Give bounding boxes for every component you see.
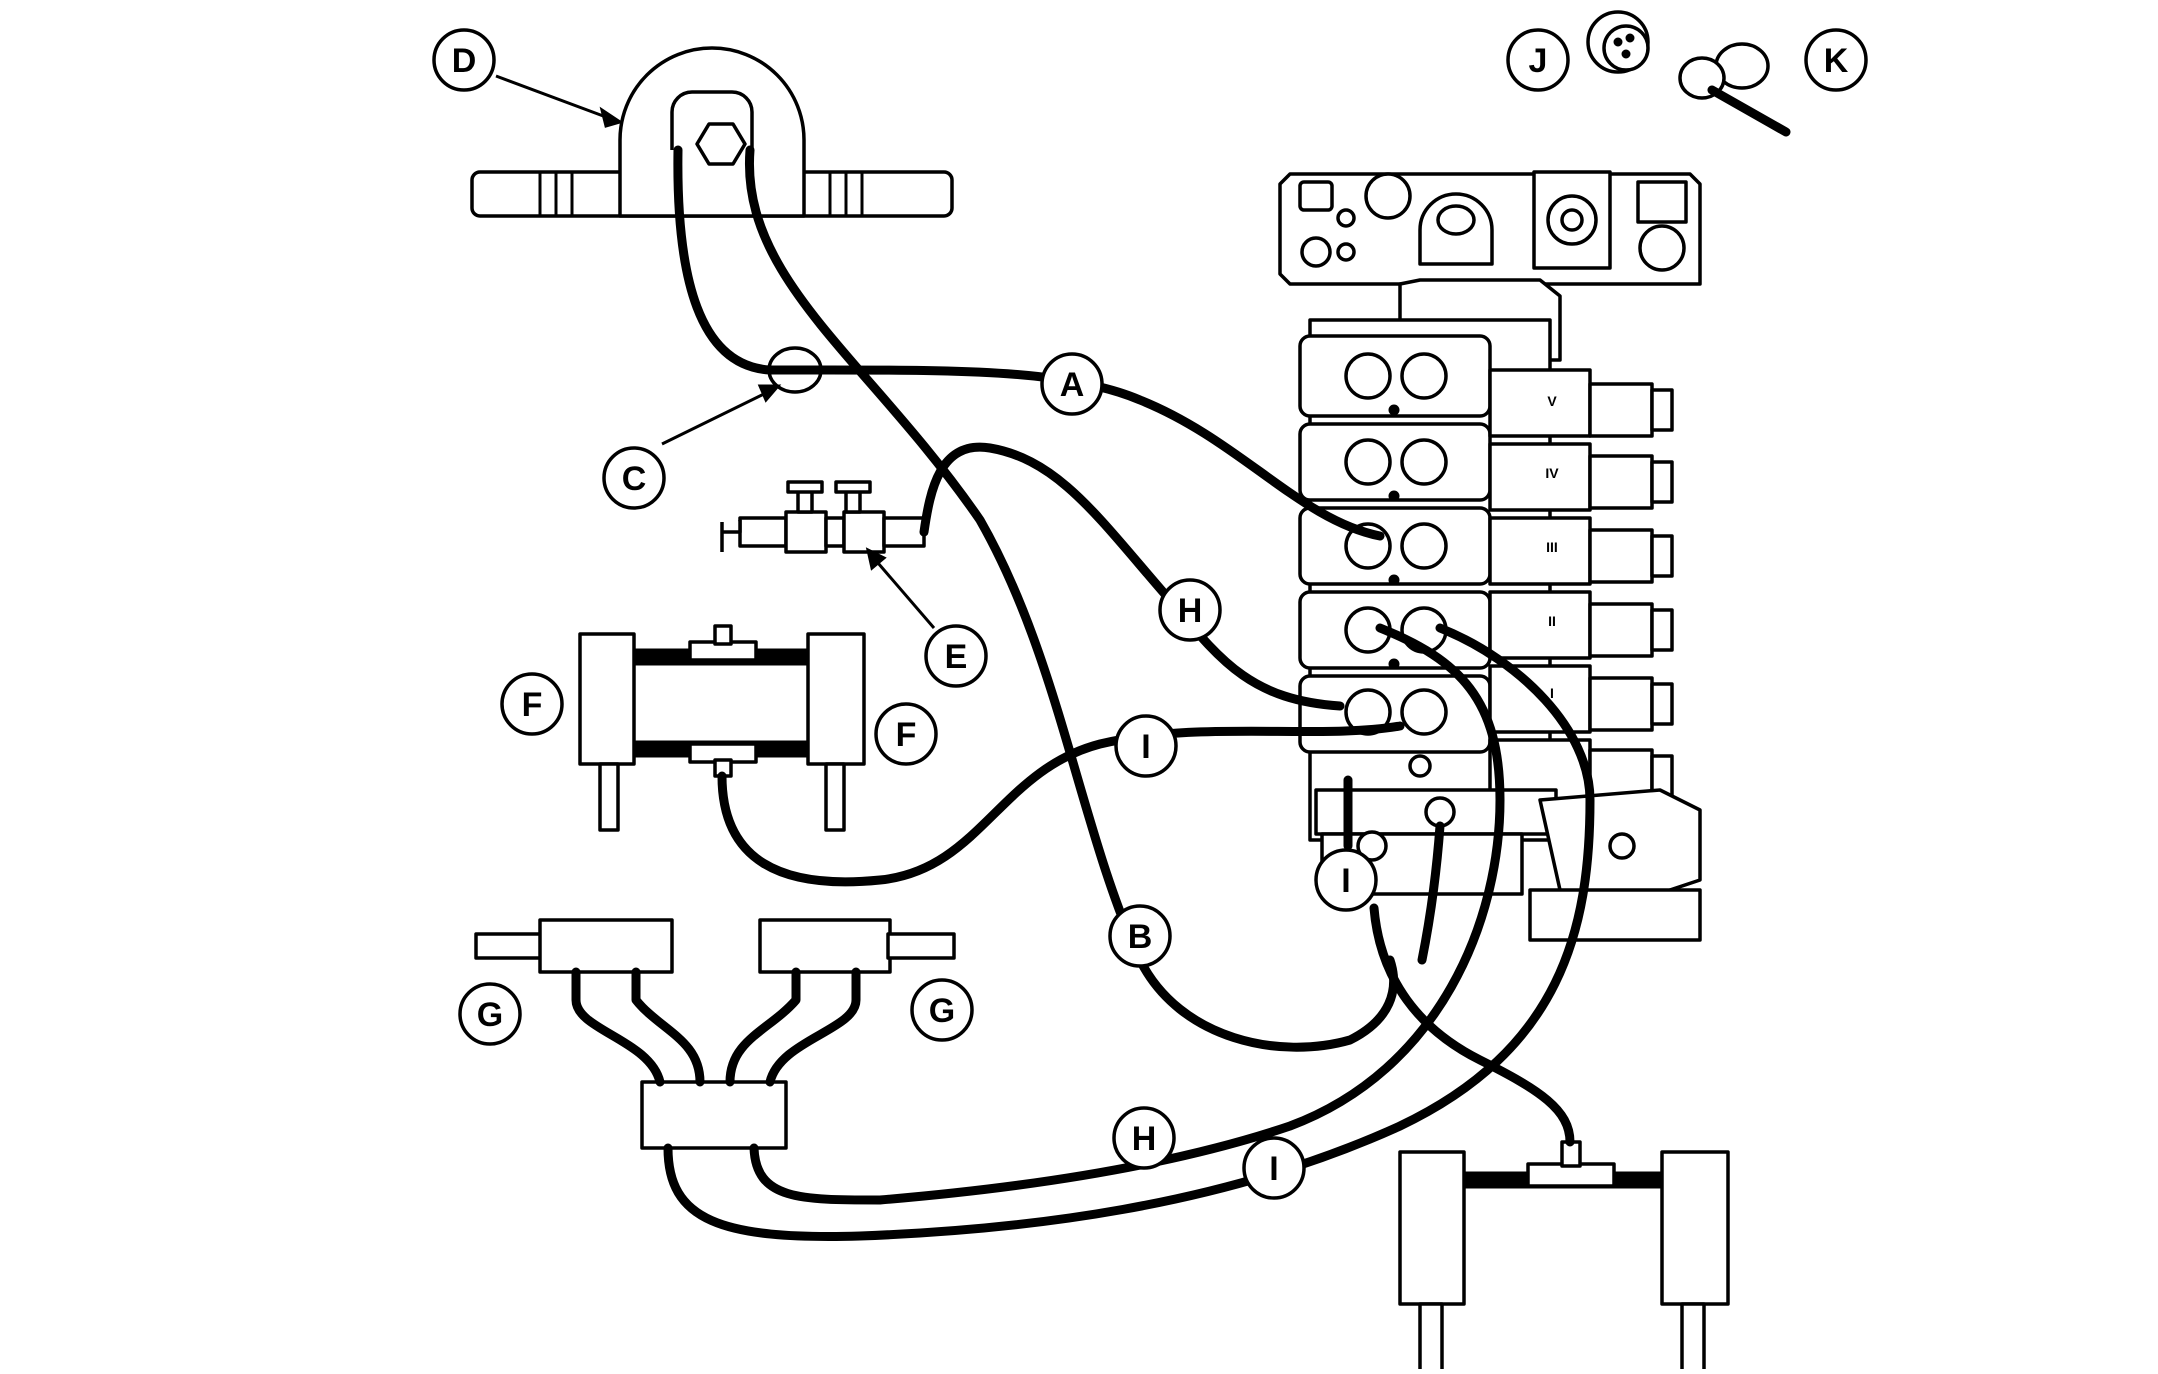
svg-text:C: C — [622, 460, 647, 498]
cylinder-pair-lower-right — [1398, 1140, 1730, 1374]
hose-b — [744, 145, 1399, 1052]
hose-a — [673, 145, 1385, 541]
svg-text:F: F — [896, 716, 917, 754]
connector-k — [1678, 42, 1791, 137]
callout-h-lower: H — [1112, 1106, 1176, 1170]
svg-text:K: K — [1824, 42, 1849, 80]
callout-g-right: G — [910, 978, 974, 1042]
hose-h-lower — [749, 623, 1505, 1205]
svg-text:H: H — [1132, 1120, 1157, 1158]
pivot-assembly-d — [470, 46, 954, 218]
callout-h-upper: H — [1158, 578, 1222, 642]
hose-i-upper — [717, 721, 1405, 887]
callout-f-right: F — [874, 702, 938, 766]
callout-i-upper: I — [1114, 714, 1178, 778]
callout-d: D — [432, 28, 496, 92]
hose-i-lower — [663, 623, 1595, 1241]
callout-k: K — [1804, 28, 1868, 92]
svg-text:F: F — [522, 686, 543, 724]
callout-b: B — [1108, 904, 1172, 968]
callout-g-left: G — [458, 982, 522, 1046]
section-label-iii: III — [1546, 539, 1558, 555]
control-valve-stack — [1278, 170, 1702, 942]
cylinder-pair-f — [578, 624, 866, 832]
leader-lines — [495, 74, 936, 629]
section-label-v: V — [1547, 393, 1557, 409]
svg-text:I: I — [1341, 862, 1350, 900]
callout-a: A — [1040, 352, 1104, 416]
callout-i-mid: I — [1314, 848, 1378, 912]
svg-text:A: A — [1060, 366, 1085, 404]
hoses — [571, 145, 1595, 1241]
callout-f-left: F — [500, 672, 564, 736]
svg-text:G: G — [929, 992, 955, 1030]
section-label-i: I — [1550, 685, 1554, 701]
connector-j — [1586, 10, 1650, 74]
section-label-iv: IV — [1545, 465, 1559, 481]
svg-text:H: H — [1178, 592, 1203, 630]
svg-text:B: B — [1128, 918, 1153, 956]
section-label-ii: II — [1548, 613, 1556, 629]
svg-text:J: J — [1529, 42, 1548, 80]
svg-text:E: E — [945, 638, 968, 676]
svg-text:I: I — [1141, 728, 1150, 766]
hose-h-upper — [919, 442, 1345, 711]
valve-section-stripes — [1298, 334, 1492, 754]
valve-block-e — [720, 480, 926, 554]
svg-text:G: G — [477, 996, 503, 1034]
svg-text:D: D — [452, 42, 477, 80]
solenoid-stack — [1588, 382, 1674, 804]
cylinder-pair-g — [474, 918, 956, 1150]
callout-c: C — [602, 446, 666, 510]
hose-i-mid — [1369, 903, 1575, 1147]
svg-text:I: I — [1269, 1150, 1278, 1188]
callout-i-lower: I — [1242, 1136, 1306, 1200]
callout-j: J — [1506, 28, 1570, 92]
callout-e: E — [924, 624, 988, 688]
